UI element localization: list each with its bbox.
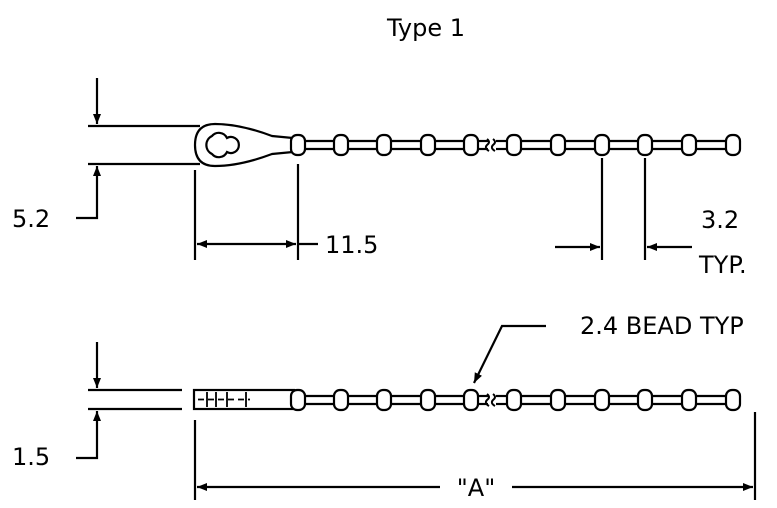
bead <box>375 388 393 412</box>
pitch-label: 3.2 <box>701 206 739 234</box>
top-view <box>76 78 742 384</box>
height-label-top: 5.2 <box>12 205 50 233</box>
connector-strand <box>652 139 682 151</box>
connector-strand <box>652 394 682 406</box>
bead <box>419 388 437 412</box>
eyelet-length-label: 11.5 <box>325 231 378 259</box>
side-view <box>76 342 757 500</box>
connector-strand <box>609 139 638 151</box>
drawing-title: Type 1 <box>386 14 465 42</box>
connector-strand <box>435 139 464 151</box>
bead <box>593 133 611 157</box>
bead <box>549 133 567 157</box>
pitch-note-label: TYP. <box>698 251 747 279</box>
bead <box>462 388 480 412</box>
bead-note-label: 2.4 BEAD TYP <box>580 312 744 340</box>
bead <box>375 133 393 157</box>
connector-strand <box>565 394 595 406</box>
bead <box>505 133 523 157</box>
bead <box>289 388 307 412</box>
connector-strand <box>435 394 464 406</box>
head-strip-hatching <box>198 392 250 407</box>
overall-length-label: "A" <box>457 474 496 502</box>
bead <box>289 133 307 157</box>
connector-strand <box>391 394 421 406</box>
connector-strand <box>521 394 551 406</box>
bead <box>462 133 480 157</box>
connector-strand <box>305 394 334 406</box>
bead <box>593 388 611 412</box>
bead <box>505 388 523 412</box>
bead-chain-top <box>289 133 742 157</box>
bead <box>724 388 742 412</box>
side-height-arrow-lower <box>76 411 101 460</box>
bead <box>636 388 654 412</box>
bead <box>724 133 742 157</box>
connector-strand <box>696 139 726 151</box>
bead <box>332 388 350 412</box>
height-label-bottom: 1.5 <box>12 443 50 471</box>
top-height-arrow-lower <box>76 166 101 220</box>
bead <box>549 388 567 412</box>
bead <box>332 133 350 157</box>
connector-strand <box>696 394 726 406</box>
connector-strand <box>305 139 334 151</box>
connector-strand <box>521 139 551 151</box>
connector-strand <box>478 393 507 407</box>
connector-strand <box>609 394 638 406</box>
keyhole-opening <box>205 131 240 159</box>
connector-strand <box>565 139 595 151</box>
bead <box>680 133 698 157</box>
bead <box>680 388 698 412</box>
connector-strand <box>348 394 377 406</box>
connector-strand <box>348 139 377 151</box>
bead <box>419 133 437 157</box>
bead <box>636 133 654 157</box>
eyelet-head <box>193 122 295 168</box>
connector-strand <box>391 139 421 151</box>
bead-note-leader <box>473 324 546 384</box>
bead-chain-bottom <box>289 388 742 412</box>
connector-strand <box>478 138 507 152</box>
